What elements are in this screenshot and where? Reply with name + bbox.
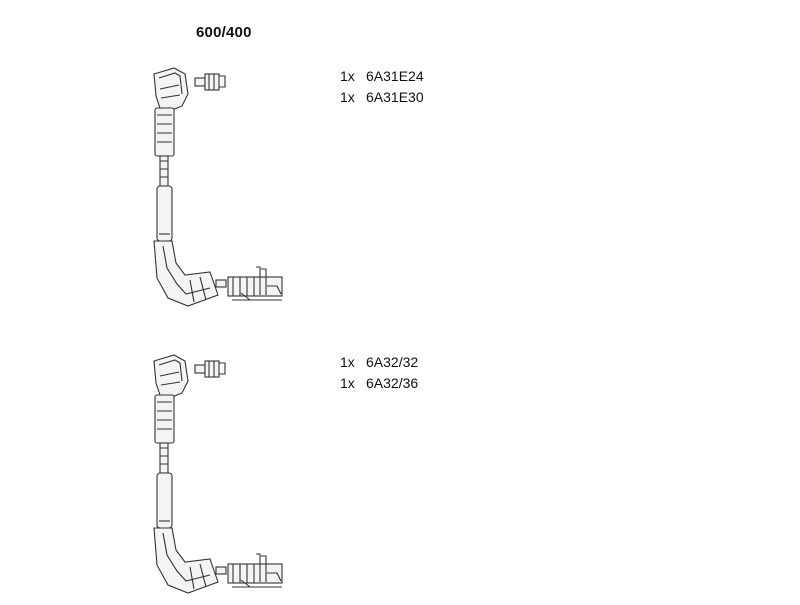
bottom-boot-assembly [153,240,283,307]
part-number-heading: 600/400 [196,24,252,41]
part-code: 6A32/36 [366,375,419,391]
quantity-label: 1x [340,89,355,105]
part-code: 6A32/32 [366,354,419,370]
parts-list-group-2: 1x 6A32/32 1x 6A32/36 [340,352,418,394]
quantity-label: 1x [340,354,355,370]
ignition-cable-svg-1 [153,67,283,307]
ignition-cable-svg-2 [153,354,283,594]
parts-list-group-1: 1x 6A31E24 1x 6A31E30 [340,66,424,108]
part-code: 6A31E30 [366,89,424,105]
part-item: 1x 6A31E24 [340,66,424,87]
cable-body [156,442,173,529]
quantity-label: 1x [340,375,355,391]
quantity-label: 1x [340,68,355,84]
ignition-cable-drawing-1 [130,58,310,318]
part-item: 1x 6A31E30 [340,87,424,108]
part-item: 1x 6A32/32 [340,352,418,373]
top-boot-assembly [153,354,226,444]
part-item: 1x 6A32/36 [340,373,418,394]
top-boot-assembly [153,67,226,157]
part-code: 6A31E24 [366,68,424,84]
bottom-boot-assembly [153,527,283,594]
ignition-cable-drawing-2 [130,345,310,605]
cable-body [156,155,173,242]
